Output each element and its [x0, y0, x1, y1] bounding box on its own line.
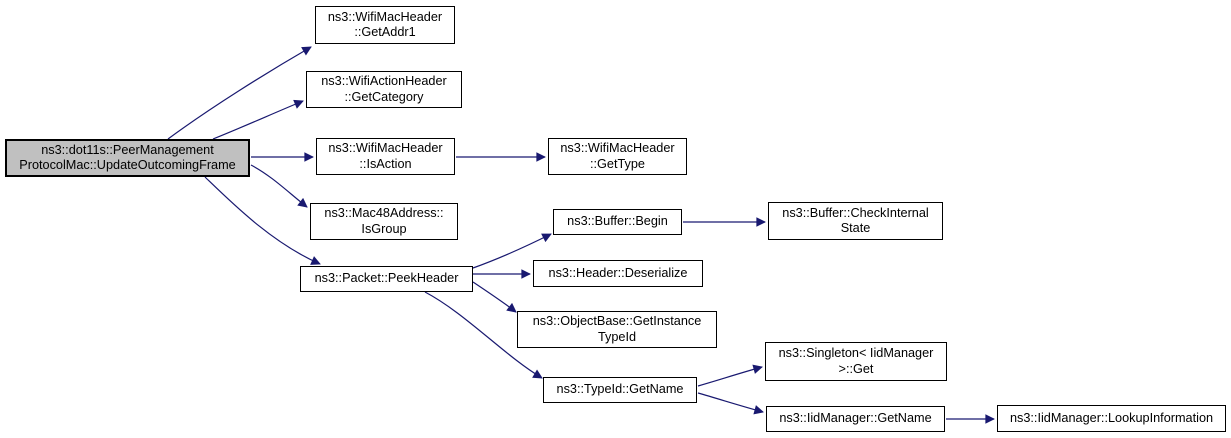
- node-lookup-information[interactable]: ns3::IidManager::LookupInformation: [997, 405, 1226, 432]
- node-is-action[interactable]: ns3::WifiMacHeader ::IsAction: [316, 138, 455, 175]
- node-is-group[interactable]: ns3::Mac48Address:: IsGroup: [310, 203, 458, 240]
- edge-type-id-get-name-to-singleton-get: [697, 364, 763, 387]
- edge-update-outcoming-frame-to-is-group: [250, 164, 308, 208]
- edge-update-outcoming-frame-to-get-category: [212, 99, 304, 140]
- node-get-instance-type-id[interactable]: ns3::ObjectBase::GetInstance TypeId: [517, 311, 717, 348]
- node-header-deserialize[interactable]: ns3::Header::Deserialize: [533, 260, 703, 287]
- edge-update-outcoming-frame-to-peek-header: [204, 176, 321, 265]
- edge-peek-header-to-buffer-begin: [472, 233, 552, 269]
- edge-update-outcoming-frame-to-get-addr1: [167, 46, 312, 140]
- edge-peek-header-to-get-instance-type-id: [472, 281, 517, 313]
- node-get-addr1[interactable]: ns3::WifiMacHeader ::GetAddr1: [315, 6, 455, 44]
- node-update-outcoming-frame: ns3::dot11s::PeerManagement ProtocolMac:…: [5, 139, 250, 177]
- node-get-type[interactable]: ns3::WifiMacHeader ::GetType: [548, 138, 687, 175]
- edge-type-id-get-name-to-iid-manager-get-name: [697, 392, 764, 415]
- node-buffer-begin[interactable]: ns3::Buffer::Begin: [553, 209, 682, 235]
- edge-peek-header-to-type-id-get-name: [424, 291, 543, 379]
- node-get-category[interactable]: ns3::WifiActionHeader ::GetCategory: [306, 71, 462, 108]
- node-type-id-get-name[interactable]: ns3::TypeId::GetName: [543, 377, 697, 403]
- node-peek-header[interactable]: ns3::Packet::PeekHeader: [300, 266, 473, 292]
- node-iid-manager-get-name[interactable]: ns3::IidManager::GetName: [766, 406, 945, 432]
- node-check-internal-state[interactable]: ns3::Buffer::CheckInternal State: [768, 202, 943, 240]
- node-singleton-get[interactable]: ns3::Singleton< IidManager >::Get: [765, 342, 947, 381]
